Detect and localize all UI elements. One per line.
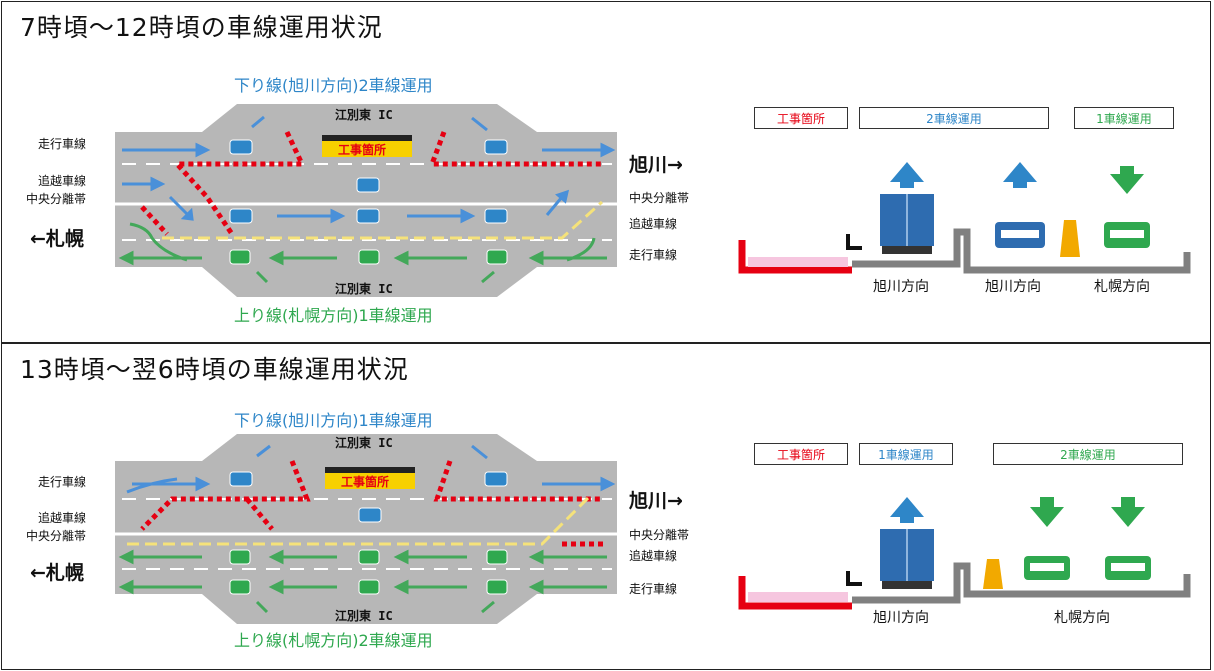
panel-afternoon: 13時頃〜翌6時頃の車線運用状況 [1, 343, 1211, 670]
label-median-left: 中央分離帯 [26, 192, 87, 206]
label-travel-lane-right: 走行車線 [629, 582, 678, 596]
ic-label-bottom: 江別東 IC [335, 282, 393, 296]
panel-morning: 7時頃〜12時頃の車線運用状況 [1, 1, 1211, 343]
caption-1: 旭川方向 [873, 610, 929, 626]
caption-2: 札幌方向 [1054, 610, 1110, 626]
work-zone-text: 工事箇所 [341, 475, 390, 489]
legend-lane-b: 2車線運用 [993, 443, 1183, 465]
legend-work-zone: 工事箇所 [754, 107, 848, 129]
label-passing-lane-right: 追越車線 [629, 217, 678, 231]
label-passing-lane-left: 追越車線 [38, 511, 87, 525]
road-diagram-morning [115, 104, 1191, 297]
label-median-right: 中央分離帯 [629, 191, 690, 205]
legend-work-zone: 工事箇所 [754, 443, 848, 465]
label-travel-lane-left: 走行車線 [38, 137, 87, 151]
label-median-right: 中央分離帯 [629, 528, 690, 542]
label-travel-lane-left: 走行車線 [38, 475, 87, 489]
legend-lane-a: 1車線運用 [859, 443, 953, 465]
label-travel-lane-right: 走行車線 [629, 248, 678, 262]
ic-label-top: 江別東 IC [335, 436, 393, 450]
caption-3: 札幌方向 [1094, 279, 1150, 295]
panel-title: 13時頃〜翌6時頃の車線運用状況 [20, 355, 409, 384]
city-asahikawa: 旭川→ [629, 154, 683, 176]
legend-lane-b: 1車線運用 [1074, 107, 1174, 129]
caption-2: 旭川方向 [985, 279, 1041, 295]
ic-label-bottom: 江別東 IC [335, 609, 393, 623]
legend-lane-a: 2車線運用 [859, 107, 1049, 129]
city-asahikawa: 旭川→ [629, 490, 683, 512]
label-median-left: 中央分離帯 [26, 529, 87, 543]
work-zone-text: 工事箇所 [338, 143, 387, 157]
label-passing-lane-right: 追越車線 [629, 549, 678, 563]
city-sapporo: ←札幌 [30, 228, 84, 250]
down-lane-label: 下り線(旭川方向)2車線運用 [234, 76, 433, 95]
panel-title: 7時頃〜12時頃の車線運用状況 [20, 13, 383, 42]
up-lane-label: 上り線(札幌方向)2車線運用 [234, 631, 433, 650]
city-sapporo: ←札幌 [30, 562, 84, 584]
down-lane-label: 下り線(旭川方向)1車線運用 [234, 411, 433, 430]
label-passing-lane-left: 追越車線 [38, 174, 87, 188]
road-diagram-afternoon [115, 434, 1191, 624]
ic-label-top: 江別東 IC [335, 108, 393, 122]
up-lane-label: 上り線(札幌方向)1車線運用 [234, 306, 433, 325]
caption-1: 旭川方向 [873, 279, 929, 295]
